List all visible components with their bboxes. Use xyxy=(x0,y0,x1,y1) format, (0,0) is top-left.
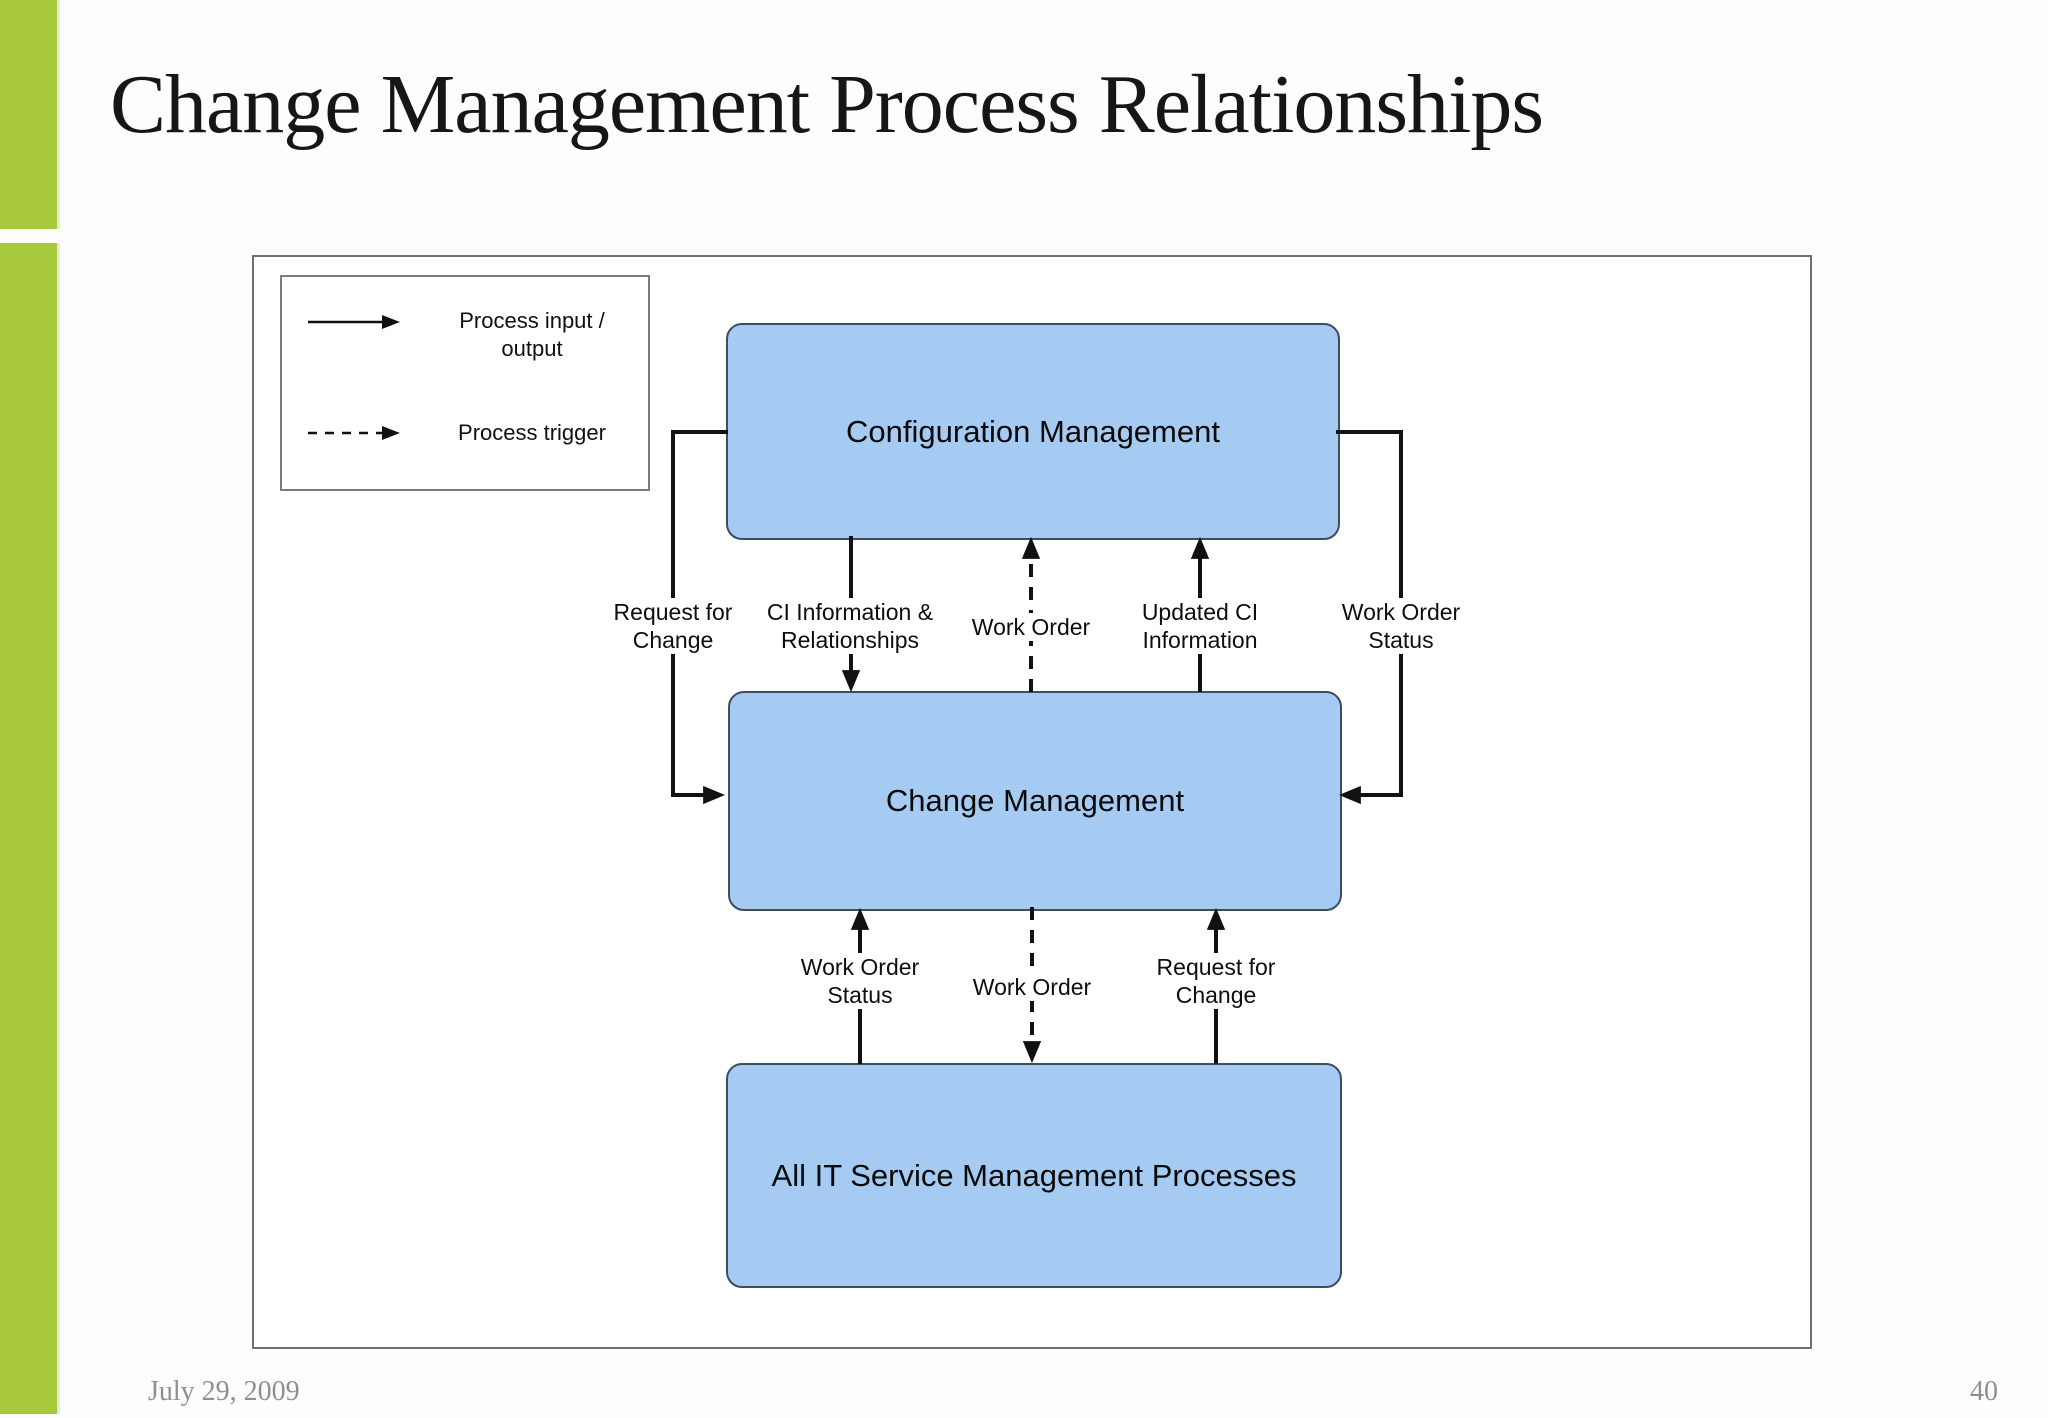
diagram-frame: Process input / output Process trigger C… xyxy=(252,255,1812,1349)
node-label: All IT Service Management Processes xyxy=(771,1157,1297,1193)
node-configuration-management: Configuration Management xyxy=(726,323,1340,540)
solid-arrow-icon xyxy=(308,315,400,329)
edge-label-work-order-trigger-top: Work Order xyxy=(964,613,1098,641)
edge-label-work-order-status-bottom: Work Order Status xyxy=(793,953,927,1009)
accent-bar-top xyxy=(0,0,60,229)
node-change-management: Change Management xyxy=(728,691,1342,911)
edge-label-updated-ci-information: Updated CI Information xyxy=(1134,598,1266,654)
edge-label-request-for-change-left: Request for Change xyxy=(606,598,740,654)
legend-item-label: Process input / output xyxy=(459,308,605,361)
page-number: 40 xyxy=(1970,1376,1998,1407)
legend-item-label: Process trigger xyxy=(458,420,606,445)
edge-label-request-for-change-bottom: Request for Change xyxy=(1149,953,1283,1009)
node-label: Change Management xyxy=(885,783,1185,818)
edge-label-ci-information: CI Information & Relationships xyxy=(759,598,941,654)
slide-date: July 29, 2009 xyxy=(148,1376,300,1407)
node-all-it-processes: All IT Service Management Processes xyxy=(726,1063,1342,1288)
page-title: Change Management Process Relationships xyxy=(110,58,1544,151)
edge-label-work-order-trigger-bottom: Work Order xyxy=(965,973,1099,1001)
legend: Process input / output Process trigger xyxy=(280,275,650,491)
edge-label-work-order-status-right: Work Order Status xyxy=(1334,598,1468,654)
accent-bar-bottom xyxy=(0,243,60,1414)
node-label: Configuration Management xyxy=(846,413,1220,449)
dashed-arrow-icon xyxy=(308,426,400,440)
